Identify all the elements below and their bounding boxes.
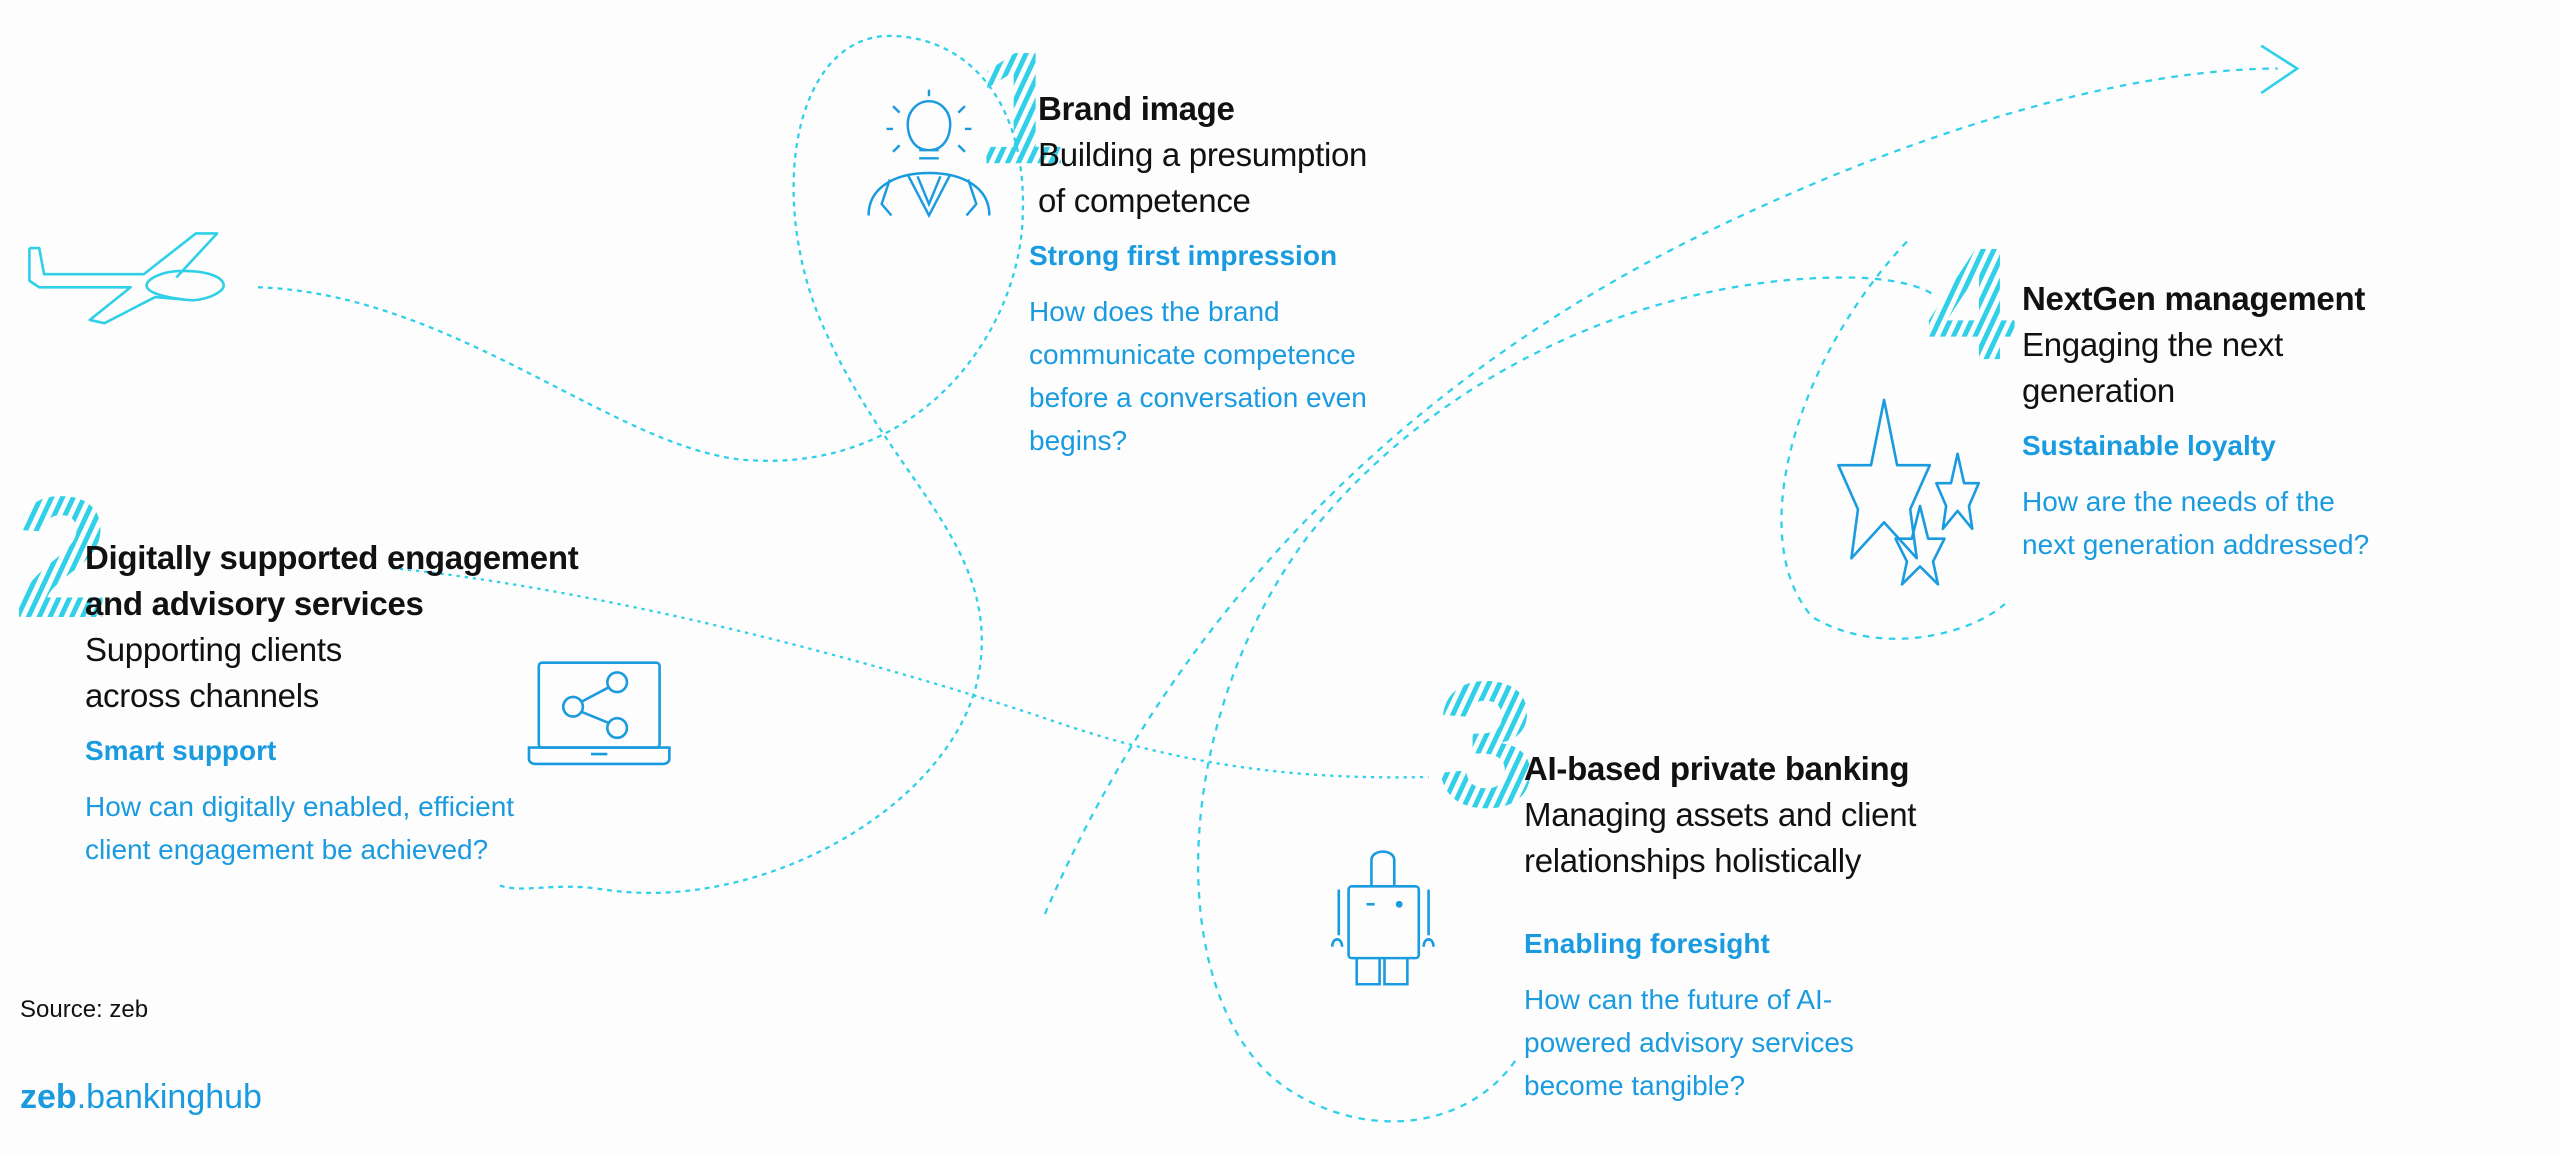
path-airplane-loop (257, 34, 1025, 895)
step-ai-private-banking: AI-based private banking Managing assets… (1524, 746, 1916, 1107)
path-nextgen-loop (1780, 240, 2006, 640)
step-number-3: 3 (1437, 644, 1537, 845)
airplane-icon (28, 232, 225, 325)
path-3-loop (1197, 276, 1938, 1123)
step-highlight: Enabling foresight (1524, 928, 1770, 959)
zeb-bankinghub-logo: zeb.bankinghub (20, 1078, 262, 1117)
stars-icon (1837, 398, 1981, 586)
logo-suffix: .bankinghub (76, 1078, 262, 1116)
lightbulb-person-icon (867, 89, 991, 219)
arrow-head-icon (2260, 44, 2300, 95)
path-2-to-3 (391, 566, 1429, 779)
step-title: AI-based private banking (1524, 750, 1910, 787)
step-question: How can the future of AI-powered advisor… (1524, 984, 1854, 1101)
step-number-1: 1 (976, 18, 1065, 197)
step-number-2: 2 (13, 460, 109, 654)
step-highlight: Strong first impression (1029, 240, 1338, 271)
step-title: NextGen management (2022, 280, 2366, 317)
logo-brand: zeb (20, 1078, 77, 1116)
robot-icon (1330, 850, 1435, 986)
step-number-4: 4 (1927, 214, 2016, 393)
step-title: Brand image (1038, 90, 1235, 127)
source-note: Source: zeb (20, 996, 149, 1023)
step-highlight: Sustainable loyalty (2022, 430, 2276, 461)
laptop-share-icon (527, 661, 671, 766)
step-highlight: Smart support (85, 735, 277, 766)
